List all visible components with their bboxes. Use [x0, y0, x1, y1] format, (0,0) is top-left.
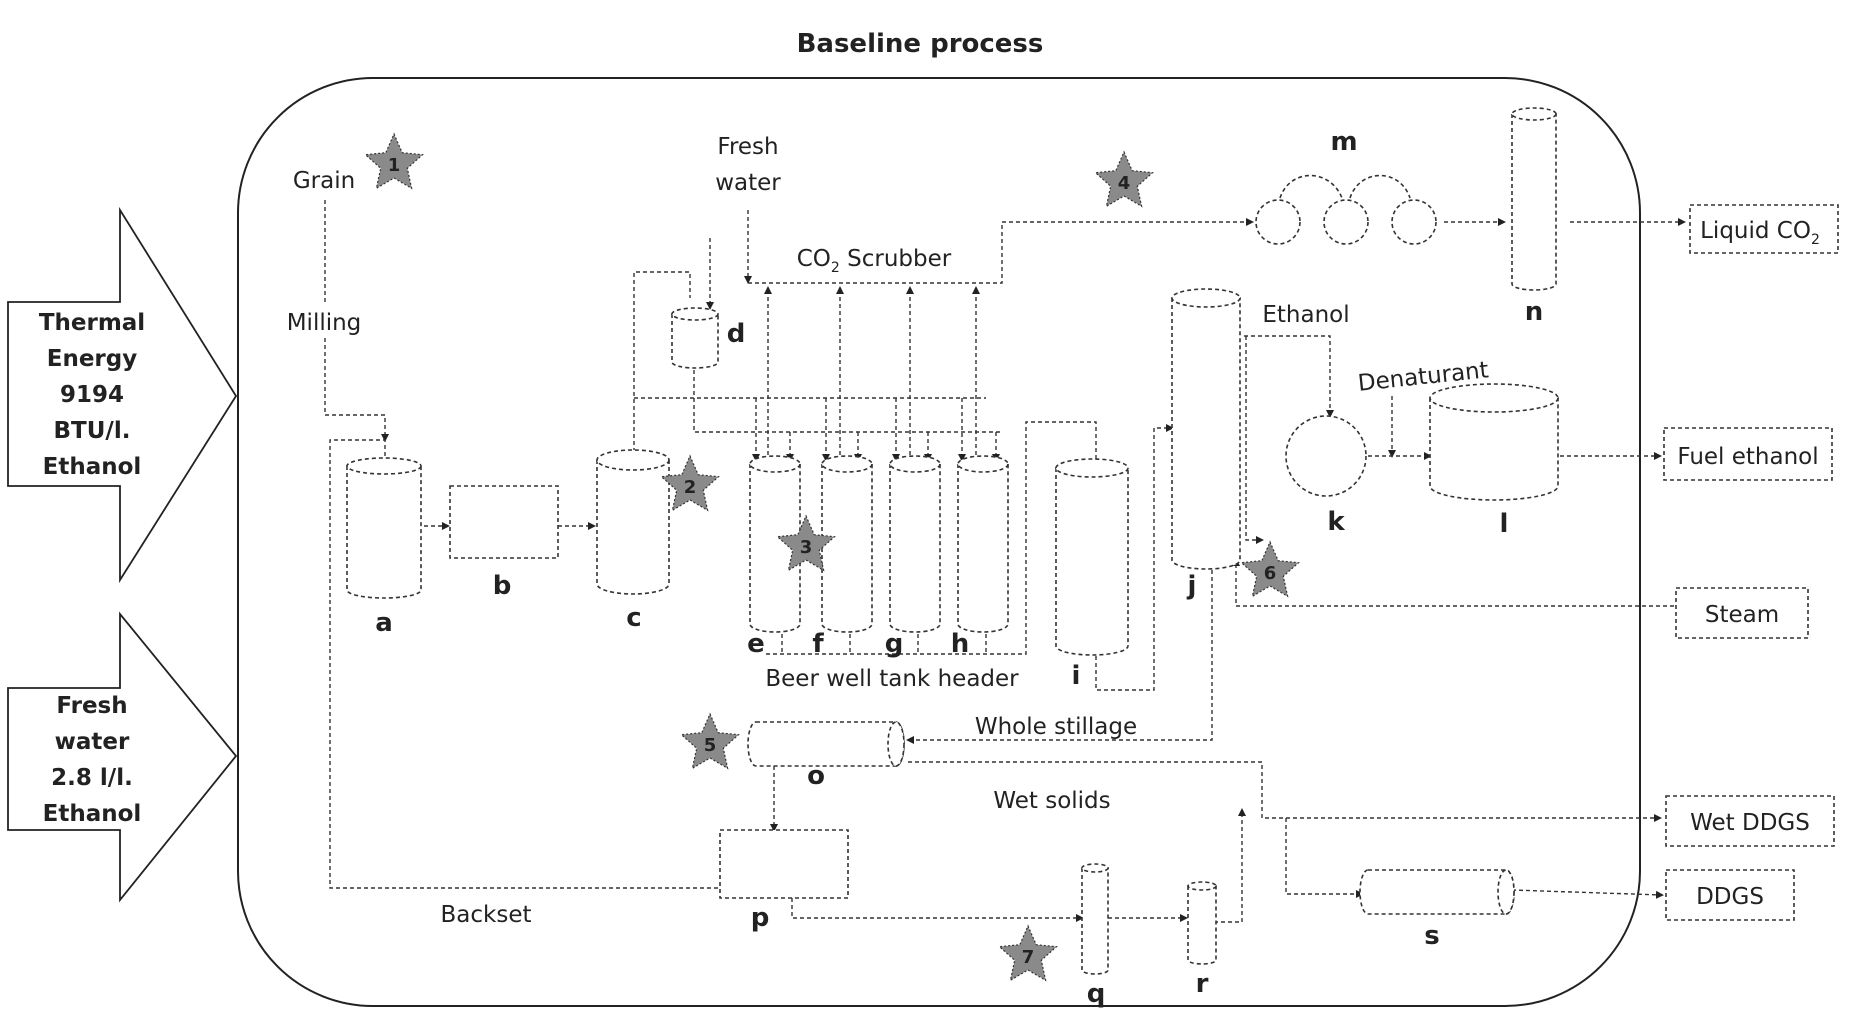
milling-label: Milling [287, 310, 362, 336]
unit-n: n [1512, 108, 1556, 327]
unit-a-label: a [375, 608, 393, 638]
water-line-4: Ethanol [43, 801, 142, 827]
unit-d: d [672, 308, 745, 368]
unit-q-label: q [1087, 979, 1106, 1009]
unit-h: h [951, 456, 1008, 659]
unit-q: q [1082, 864, 1108, 1009]
star-number: 4 [1118, 173, 1131, 194]
co2-scrubber-rest: Scrubber [840, 246, 952, 272]
thermal-line-3: 9194 [60, 382, 124, 408]
input-steam: Steam [1676, 588, 1808, 638]
star-number: 6 [1264, 563, 1277, 584]
unit-h-label: h [951, 629, 970, 659]
diagram-title: Baseline process [797, 29, 1044, 59]
unit-n-label: n [1525, 297, 1544, 327]
unit-k: k [1286, 416, 1366, 537]
star-number: 5 [704, 735, 717, 756]
unit-c-label: c [626, 603, 641, 633]
unit-b-label: b [493, 571, 512, 601]
unit-a: a [347, 458, 421, 638]
unit-f-label: f [812, 629, 824, 659]
thermal-energy-input-arrow: Thermal Energy 9194 BTU/l. Ethanol [8, 210, 236, 580]
co2-scrubber-text: CO [797, 246, 831, 272]
fresh-water-line-1: Fresh [717, 134, 778, 160]
svg-text:Liquid CO2: Liquid CO2 [1700, 218, 1820, 248]
grain-label: Grain [293, 168, 355, 194]
thermal-line-5: Ethanol [43, 454, 142, 480]
water-line-2: water [55, 729, 130, 755]
liquid-co2-text: Liquid CO [1700, 218, 1811, 244]
thermal-line-1: Thermal [39, 310, 145, 336]
star-marker-1: 1 [366, 134, 423, 188]
star-marker-7: 7 [1000, 926, 1057, 980]
fresh-water-input-arrow: Fresh water 2.8 l/l. Ethanol [8, 614, 236, 900]
co2-scrubber-label: CO2 Scrubber [797, 246, 952, 276]
thermal-line-4: BTU/l. [54, 418, 131, 444]
ddgs-text: DDGS [1696, 884, 1764, 910]
unit-o-label: o [807, 761, 825, 791]
output-wet-ddgs: Wet DDGS [1666, 796, 1834, 846]
unit-c: c [597, 450, 669, 633]
fuel-ethanol-text: Fuel ethanol [1677, 444, 1818, 470]
unit-o: o [748, 722, 904, 791]
unit-g: g [885, 456, 940, 659]
unit-r: r [1188, 882, 1216, 999]
output-fuel-ethanol: Fuel ethanol [1664, 428, 1832, 480]
output-ddgs: DDGS [1666, 870, 1794, 920]
water-line-1: Fresh [56, 693, 127, 719]
star-number: 2 [684, 477, 697, 498]
unit-m: m [1256, 127, 1436, 244]
backset-label: Backset [441, 902, 532, 928]
unit-j-label: j [1187, 571, 1197, 601]
unit-i: i [1056, 459, 1128, 691]
unit-r-label: r [1196, 969, 1209, 999]
thermal-line-2: Energy [47, 346, 137, 372]
liquid-co2-sub: 2 [1811, 232, 1820, 248]
unit-g-label: g [885, 629, 904, 659]
unit-s: s [1360, 870, 1514, 951]
unit-b: b [450, 486, 558, 601]
star-marker-5: 5 [682, 714, 739, 768]
star-number: 7 [1022, 947, 1035, 968]
unit-l-label: l [1500, 509, 1509, 539]
unit-s-label: s [1424, 921, 1439, 951]
unit-e-label: e [747, 629, 765, 659]
unit-l: l [1430, 384, 1558, 539]
star-marker-2: 2 [662, 456, 719, 510]
fresh-water-line-2: water [715, 170, 781, 196]
star-number: 1 [388, 155, 401, 176]
output-liquid-co2: Liquid CO2 [1690, 205, 1838, 253]
star-marker-6: 6 [1242, 542, 1299, 596]
steam-text: Steam [1705, 602, 1779, 628]
water-line-3: 2.8 l/l. [51, 765, 133, 791]
unit-k-label: k [1327, 507, 1345, 537]
beer-well-label: Beer well tank header [765, 666, 1019, 692]
unit-p-label: p [751, 903, 770, 933]
ethanol-label: Ethanol [1262, 302, 1349, 328]
whole-stillage-label: Whole stillage [975, 714, 1137, 740]
wet-solids-label: Wet solids [993, 788, 1110, 814]
star-number: 3 [800, 537, 813, 558]
wet-ddgs-text: Wet DDGS [1690, 810, 1810, 836]
unit-m-label: m [1330, 127, 1357, 157]
co2-scrubber-sub: 2 [831, 260, 840, 276]
unit-j: j [1172, 289, 1240, 601]
unit-i-label: i [1072, 661, 1081, 691]
unit-d-label: d [727, 319, 746, 349]
star-marker-4: 4 [1096, 152, 1153, 206]
